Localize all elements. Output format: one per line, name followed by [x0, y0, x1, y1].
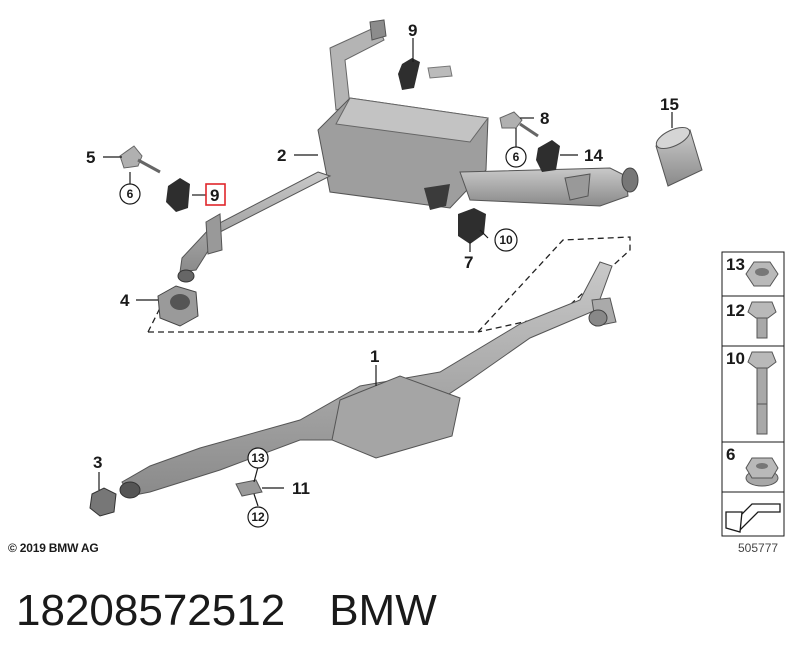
leader-lines: [98, 38, 673, 507]
front-pipe-catalyst[interactable]: [119, 261, 617, 499]
label-11: 11: [292, 479, 310, 498]
legend-label-12: 12: [726, 301, 745, 320]
label-6-right: 6: [513, 150, 520, 164]
label-4: 4: [120, 291, 130, 310]
part-number: 18208572512: [16, 586, 286, 635]
highlight-box-9[interactable]: [205, 183, 226, 206]
mount-bracket-5[interactable]: [119, 145, 161, 174]
rubber-mount-9-highlighted[interactable]: [166, 178, 190, 212]
mount-bracket-8[interactable]: [499, 111, 539, 138]
label-7: 7: [464, 253, 473, 272]
label-8: 8: [540, 109, 549, 128]
label-9-highlighted[interactable]: 9: [210, 186, 219, 205]
part-caption: 18208572512 BMW: [16, 586, 481, 636]
fastener-legend: 13 12 10 6: [721, 251, 785, 537]
circle-10: [494, 228, 518, 252]
legend-label-6: 6: [726, 445, 735, 464]
circle-13: [247, 447, 269, 469]
label-9-top: 9: [408, 21, 417, 40]
label-12: 12: [251, 510, 265, 524]
copyright-text: © 2019 BMW AG: [8, 541, 99, 555]
label-3: 3: [93, 453, 102, 472]
rear-silencer[interactable]: [177, 19, 639, 283]
clamp-4[interactable]: [157, 285, 199, 327]
label-14: 14: [584, 146, 603, 165]
brand-name: BMW: [329, 586, 437, 635]
diagram-number: 505777: [738, 541, 779, 555]
legend-label-10: 10: [726, 349, 745, 368]
long-bolt-10-icon: [747, 351, 777, 435]
assembly-dashed-outline-left: [147, 307, 161, 333]
label-5: 5: [86, 148, 95, 167]
rubber-mount-14[interactable]: [536, 140, 560, 172]
rubber-mount-7[interactable]: [458, 208, 486, 244]
direction-arrow-icon: [725, 503, 781, 533]
label-1: 1: [370, 347, 379, 366]
bracket-11[interactable]: [235, 479, 263, 497]
exhaust-diagram: 9 2 5 6 9 8 6 14 15 10 7 4 1 3 13 11 12 …: [86, 19, 785, 537]
label-13: 13: [251, 451, 265, 465]
rubber-mount-9-top[interactable]: [398, 58, 453, 90]
bolt-12-icon: [747, 301, 777, 339]
clamp-3[interactable]: [89, 487, 117, 517]
circle-12: [247, 506, 269, 528]
tailpipe-trim-15[interactable]: [653, 123, 703, 187]
label-15: 15: [660, 95, 679, 114]
label-2: 2: [277, 146, 286, 165]
circle-6-left: [119, 183, 141, 205]
label-10: 10: [499, 233, 513, 247]
circle-6-right: [505, 146, 527, 168]
flange-nut-6-icon: [745, 457, 779, 487]
legend-label-13: 13: [726, 255, 745, 274]
hex-nut-13-icon: [745, 261, 779, 287]
label-6-left: 6: [127, 187, 134, 201]
